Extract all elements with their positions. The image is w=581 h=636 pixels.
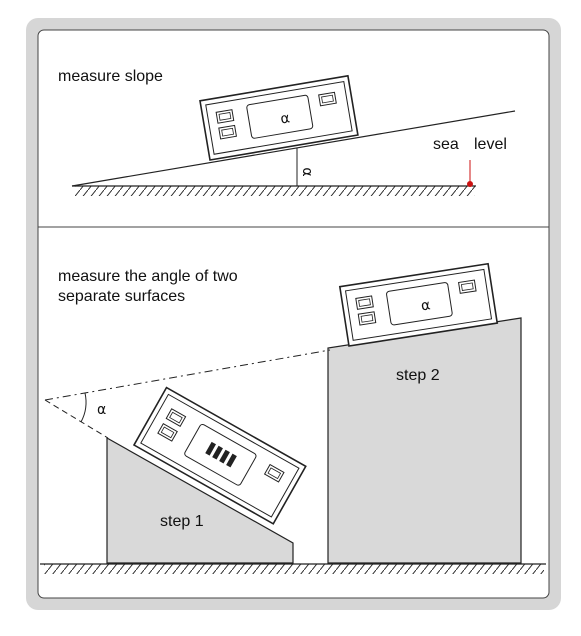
- top-ground-hatch: [75, 186, 475, 196]
- slope-angle-symbol: α: [299, 167, 315, 176]
- step1-block: [106, 436, 294, 564]
- top-title: measure slope: [58, 68, 163, 85]
- step2-label: step 2: [396, 367, 440, 384]
- angle-dashed-line-lower: [44, 399, 109, 439]
- step2-device: α: [338, 262, 499, 347]
- sea-level-label-sea: sea: [433, 136, 459, 153]
- top-device: α: [199, 74, 359, 161]
- step2-block: [327, 317, 522, 564]
- sea-level-marker-dot: [467, 181, 473, 187]
- step2-device-display: [386, 282, 453, 326]
- step1-device-display: [184, 423, 257, 486]
- bottom-ground-hatch: [44, 564, 544, 574]
- svg-text:α: α: [279, 110, 291, 127]
- bottom-angle-symbol: α: [97, 402, 106, 418]
- angle-arc: [80, 392, 87, 423]
- angle-dashed-line-upper: [44, 349, 331, 401]
- top-device-display: [246, 94, 314, 139]
- slope-line: [71, 110, 516, 187]
- bottom-title-line-1: measure the angle of two: [58, 268, 238, 285]
- step1-label: step 1: [160, 513, 204, 530]
- step1-device-digits: [205, 441, 237, 468]
- bottom-title-line-2: separate surfaces: [58, 288, 185, 305]
- svg-text:α: α: [420, 297, 432, 314]
- step1-device: [132, 386, 307, 525]
- sea-level-label-level: level: [474, 136, 507, 153]
